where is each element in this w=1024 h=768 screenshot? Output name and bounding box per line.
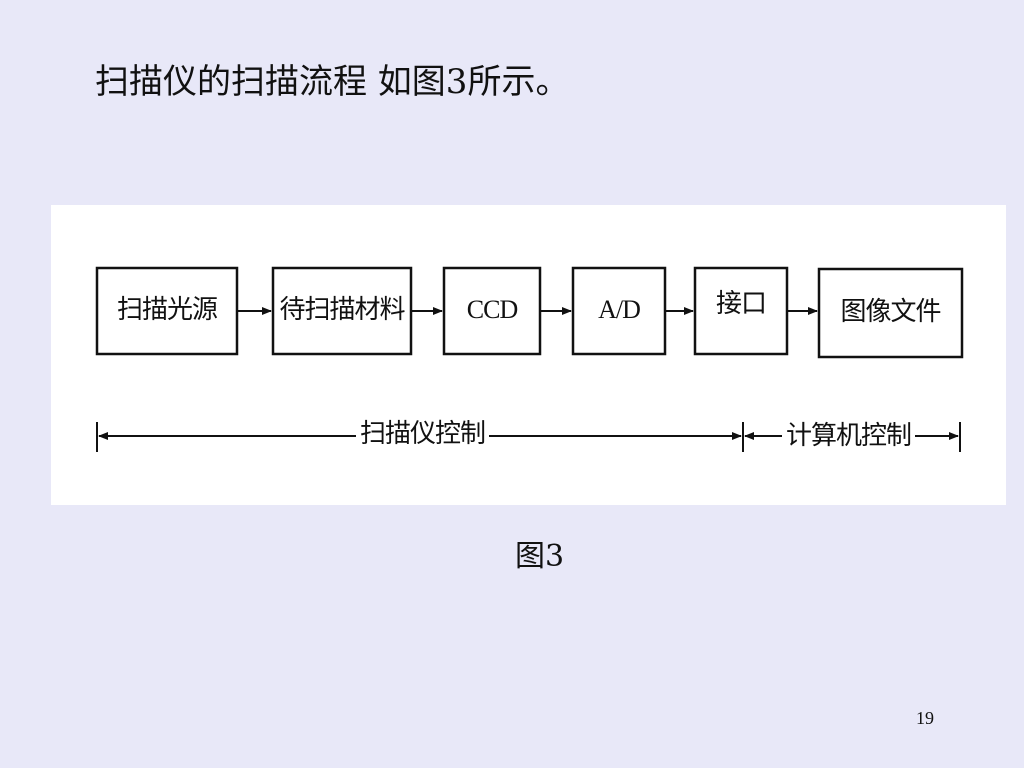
box-label: A/D	[598, 295, 641, 324]
scope-label-computer-control: 计算机控制	[782, 421, 916, 451]
box-light-source	[95, 266, 239, 356]
page-number: 19	[916, 708, 934, 728]
slide-title: 扫描仪的扫描流程 如图3所示。	[95, 62, 570, 102]
box-label: 图像文件	[840, 297, 941, 327]
box-label: 接口	[715, 289, 767, 319]
box-interface	[693, 266, 789, 356]
box-image-file	[817, 267, 964, 359]
scope-label-scanner-control: 扫描仪控制	[356, 419, 490, 449]
flow-diagram-graphics	[95, 266, 964, 452]
box-material	[271, 266, 413, 356]
box-label: 扫描光源	[116, 295, 218, 325]
box-label: CCD	[466, 295, 518, 324]
figure-caption: 图3	[515, 539, 565, 574]
flow-diagram: 扫描光源 待扫描材料 CCD A/D 接口 图像文件 扫描仪控制 计算机控制	[51, 205, 1006, 505]
box-ccd	[442, 266, 542, 356]
box-label: 待扫描材料	[279, 295, 405, 325]
